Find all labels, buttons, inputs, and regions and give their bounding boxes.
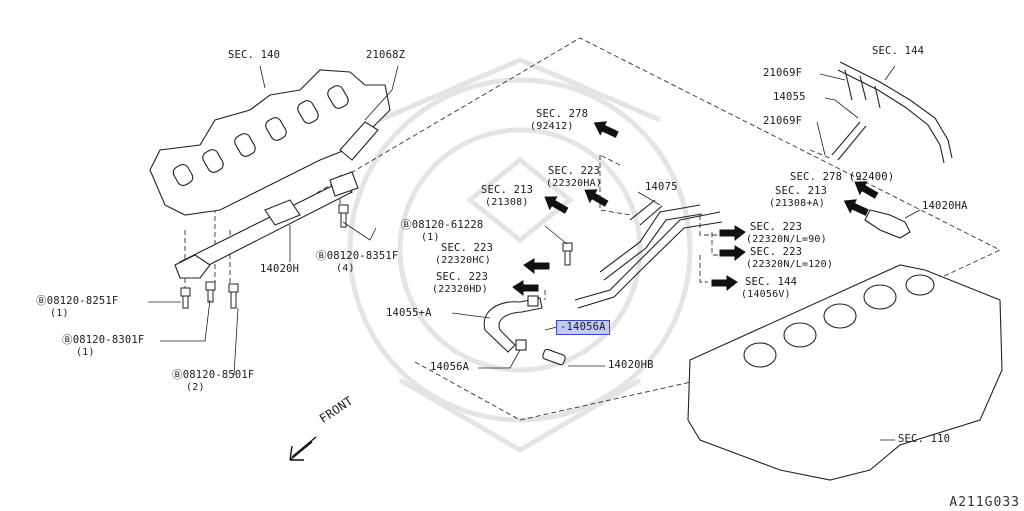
arrow-sec223-n120: [719, 245, 746, 262]
label-sec278-a-sub: (92412): [530, 121, 574, 132]
label-sec144-top[interactable]: SEC. 144: [872, 45, 925, 57]
label-bolt-08120-8351f[interactable]: Ⓑ08120-8351F: [316, 250, 399, 262]
label-sec223-hc-sub: (22320HC): [435, 255, 491, 266]
label-part-14056a-highlighted[interactable]: -14056A: [556, 320, 610, 335]
label-sec223-hd-sub: (22320HD): [432, 284, 488, 295]
label-bolt-8501f-qty: (2): [186, 382, 205, 393]
bolt-b-icon: Ⓑ: [172, 369, 183, 381]
arrow-sec223-n90: [719, 225, 746, 242]
watermark-emblem: [347, 57, 693, 453]
label-sec223-ha-sub: (22320HA): [546, 178, 602, 189]
bolt-b-icon: Ⓑ: [36, 295, 47, 307]
label-part-21068z[interactable]: 21068Z: [366, 49, 406, 61]
label-part-21069f-1[interactable]: 21069F: [763, 67, 803, 79]
bolts-left: [180, 204, 573, 309]
label-part-21069f-2[interactable]: 21069F: [763, 115, 803, 127]
label-part-14055a[interactable]: 14055+A: [386, 307, 432, 319]
label-sec223-n120-sub: (22320N/L=120): [746, 259, 834, 270]
label-sec223-ha[interactable]: SEC. 223: [548, 165, 601, 177]
cylinder-block: [687, 264, 1003, 481]
label-sec223-hd[interactable]: SEC. 223: [436, 271, 489, 283]
label-part-14020ha[interactable]: 14020HA: [922, 200, 968, 212]
label-sec213-left[interactable]: SEC. 213: [481, 184, 534, 196]
label-sec223-hc[interactable]: SEC. 223: [441, 242, 494, 254]
label-bolt-8351f-qty: (4): [336, 263, 355, 274]
label-part-14020h[interactable]: 14020H: [260, 263, 300, 275]
label-bolt-08120-8501f[interactable]: Ⓑ08120-8501F: [172, 369, 255, 381]
label-part-14056a[interactable]: 14056A: [430, 361, 470, 373]
bolt-b-icon: Ⓑ: [62, 334, 73, 346]
label-part-14075[interactable]: 14075: [645, 181, 678, 193]
direction-arrows[interactable]: [512, 118, 880, 297]
leader-lines: [148, 65, 921, 441]
label-sec223-n90[interactable]: SEC. 223: [750, 221, 803, 233]
bolt-b-icon: Ⓑ: [316, 250, 327, 262]
diagram-code: A211G033: [949, 495, 1020, 510]
label-sec144-low[interactable]: SEC. 144: [745, 276, 798, 288]
arrow-sec223-22320ha: [584, 189, 609, 207]
label-sec144-low-sub: (14056V): [741, 289, 791, 300]
intake-manifold: [149, 69, 391, 216]
label-bolt-8301f-qty: (1): [76, 347, 95, 358]
label-sec223-n90-sub: (22320N/L=90): [746, 234, 827, 245]
label-bolt-08120-61228[interactable]: Ⓑ08120-61228: [401, 219, 484, 231]
label-bolt-08120-8251f[interactable]: Ⓑ08120-8251F: [36, 295, 119, 307]
label-sec140[interactable]: SEC. 140: [228, 49, 281, 61]
pipe-assembly-14075: [574, 199, 723, 309]
front-arrow: [289, 436, 317, 461]
arrow-sec213-21308a: [843, 199, 869, 216]
label-sec278-a[interactable]: SEC. 278: [536, 108, 589, 120]
water-gallery-14020h: [174, 121, 379, 279]
label-sec223-n120[interactable]: SEC. 223: [750, 246, 803, 258]
label-part-14020hb[interactable]: 14020HB: [608, 359, 654, 371]
label-sec278-b[interactable]: SEC. 278 (92400): [790, 171, 895, 183]
fitting-14020ha: [864, 209, 911, 239]
arrow-sec223-22320hd: [512, 280, 539, 297]
arrow-sec278-92400: [854, 181, 879, 199]
hoses-lower: [483, 295, 566, 366]
label-sec213-right-sub: (21308+A): [769, 198, 825, 209]
arrow-sec223-22320hc: [523, 258, 550, 275]
arrow-sec144-14056v: [711, 275, 738, 292]
label-part-14055[interactable]: 14055: [773, 91, 806, 103]
label-sec110[interactable]: SEC. 110: [898, 433, 951, 445]
arrow-sec278-92412: [593, 121, 619, 138]
arrow-sec213-21308: [544, 196, 569, 214]
label-bolt-08120-8301f[interactable]: Ⓑ08120-8301F: [62, 334, 145, 346]
label-sec213-left-sub: (21308): [485, 197, 529, 208]
label-bolt-8251f-qty: (1): [50, 308, 69, 319]
bolt-b-icon: Ⓑ: [401, 219, 412, 231]
label-sec213-right[interactable]: SEC. 213: [775, 185, 828, 197]
fuel-rail-sec144: [831, 61, 953, 164]
label-bolt-61228-qty: (1): [421, 232, 440, 243]
